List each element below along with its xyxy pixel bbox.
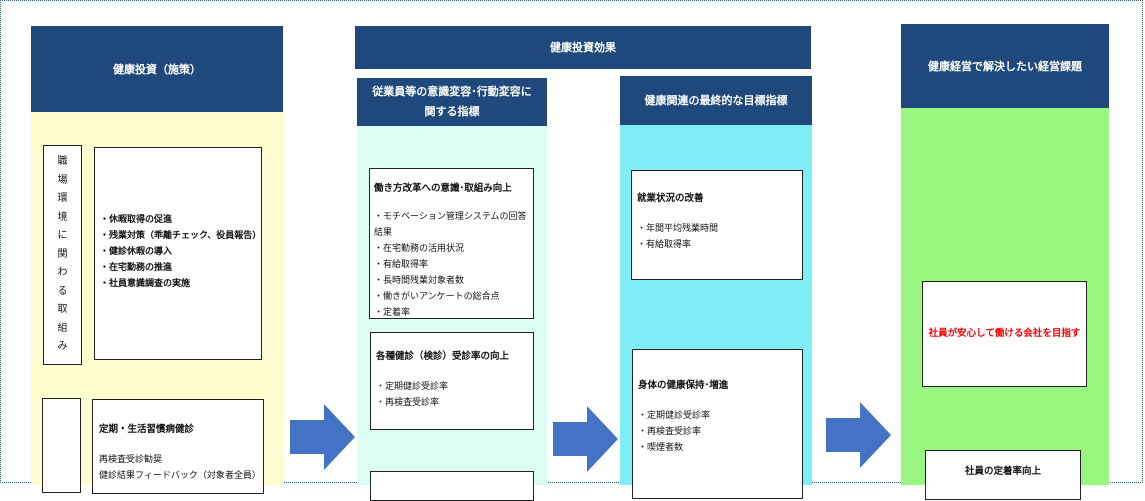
checkup-rate-box: 各種健診（検診）受診率の向上 ・定期健診受診率・再検査受診率 <box>370 332 534 430</box>
list-item: ・定期健診受診率 <box>638 411 711 421</box>
behavior-header: 従業員等の意識変容･行動変容に関する指標 <box>357 78 547 126</box>
list-item: ・モチベーション管理システムの回答結果 <box>374 212 527 238</box>
list-item: ・定期健診受診率 <box>376 382 449 392</box>
list-item: ・再検査受診率 <box>376 398 440 408</box>
list-item: ・年間平均残業時間 <box>637 224 719 234</box>
checkup-measures-list: 再検査受診勧奨健診結果フィードバック（対象者全員） <box>99 452 263 484</box>
diagram-frame <box>0 0 1143 483</box>
work-status-title: 就業状況の改善 <box>637 193 704 204</box>
vertical-label-char: み <box>57 341 68 353</box>
list-item: ・喫煙者数 <box>638 443 684 453</box>
goal-box: 社員が安心して働ける会社を目指す <box>922 281 1087 387</box>
vertical-label-char: わ <box>57 267 68 279</box>
vertical-label-char: 関 <box>57 248 68 260</box>
behavior-header-text: 従業員等の意識変容･行動変容に関する指標 <box>372 85 532 118</box>
checkup-title: 定期・生活習慣病健診 <box>99 424 195 435</box>
workplace-vertical-label-box: 職場環境に関わる取組み <box>43 145 82 365</box>
list-item: ・在宅勤務の推進 <box>100 263 173 273</box>
list-item: ・有給取得率 <box>374 260 429 270</box>
investment-header: 健康投資（施策） <box>31 26 283 112</box>
arrow-right-icon <box>553 406 618 472</box>
workplace-measures-list: ・休暇取得の促進・残業対策（乖離チェック、役員報告） ・健診休暇の導入・在宅勤務の… <box>100 212 261 292</box>
checkup-rate-list: ・定期健診受診率・再検査受診率 <box>376 379 533 411</box>
vertical-label-char: る <box>57 285 68 297</box>
list-item: ・休暇取得の促進 <box>100 215 173 225</box>
vertical-label-char: 場 <box>57 174 68 186</box>
physical-health-box: 身体の健康保持･増進 ・定期健診受診率・再検査受診率・喫煙者数 <box>632 349 803 499</box>
issues-header: 健康経営で解決したい経営課題 <box>901 24 1109 108</box>
list-item: ・在宅勤務の活用状況 <box>374 244 465 254</box>
checkup-label-box <box>42 398 81 493</box>
workplace-measures-box: ・休暇取得の促進・残業対策（乖離チェック、役員報告） ・健診休暇の導入・在宅勤務の… <box>94 147 262 360</box>
work-status-list: ・年間平均残業時間・有給取得率 <box>637 221 802 253</box>
list-item: ・働きがいアンケートの総合点 <box>374 292 500 302</box>
physical-health-title: 身体の健康保持･増進 <box>638 380 729 391</box>
workplace-vertical-label: 職場環境に関わる取組み <box>58 153 68 357</box>
list-item: ・社員意識調査の実施 <box>100 279 191 289</box>
arrow-right-icon <box>290 404 355 470</box>
final-header: 健康関連の最終的な目標指標 <box>620 76 812 125</box>
vertical-label-char: 職 <box>57 156 68 168</box>
list-item: ・残業対策（乖離チェック、役員報告） <box>100 231 262 241</box>
work-status-box: 就業状況の改善 ・年間平均残業時間・有給取得率 <box>631 170 803 280</box>
list-item: ・健診休暇の導入 <box>100 247 173 257</box>
retention-title: 社員の定着率向上 <box>964 466 1041 477</box>
list-item: ・有給取得率 <box>637 240 692 250</box>
behavior-box-3 <box>370 471 534 501</box>
vertical-label-char: 組 <box>57 322 68 334</box>
vertical-label-char: に <box>57 230 68 242</box>
list-item: ・長時間残業対象者数 <box>374 276 465 286</box>
checkup-measures-box: 定期・生活習慣病健診 再検査受診勧奨健診結果フィードバック（対象者全員） <box>92 399 264 494</box>
list-item: ・再検査受診率 <box>638 427 702 437</box>
workstyle-title: 働き方改革への意識･取組み向上 <box>374 183 512 194</box>
vertical-label-char: 取 <box>57 304 68 316</box>
list-item: 再検査受診勧奨 <box>99 455 163 465</box>
effect-header: 健康投資効果 <box>355 26 811 69</box>
list-item: ・定着率 <box>374 308 411 318</box>
workstyle-box: 働き方改革への意識･取組み向上 ・モチベーション管理システムの回答結果・在宅勤務… <box>369 168 534 319</box>
checkup-rate-title: 各種健診（検診）受診率の向上 <box>376 351 510 362</box>
vertical-label-char: 環 <box>57 193 68 205</box>
physical-health-list: ・定期健診受診率・再検査受診率・喫煙者数 <box>638 408 802 456</box>
arrow-right-icon <box>826 402 891 468</box>
vertical-label-char: 境 <box>57 211 68 223</box>
goal-text: 社員が安心して働ける会社を目指す <box>928 328 1081 339</box>
list-item: 健診結果フィードバック（対象者全員） <box>99 471 261 481</box>
workstyle-list: ・モチベーション管理システムの回答結果・在宅勤務の活用状況・有給取得率・長時間残… <box>374 209 533 321</box>
retention-box: 社員の定着率向上 <box>925 450 1081 500</box>
